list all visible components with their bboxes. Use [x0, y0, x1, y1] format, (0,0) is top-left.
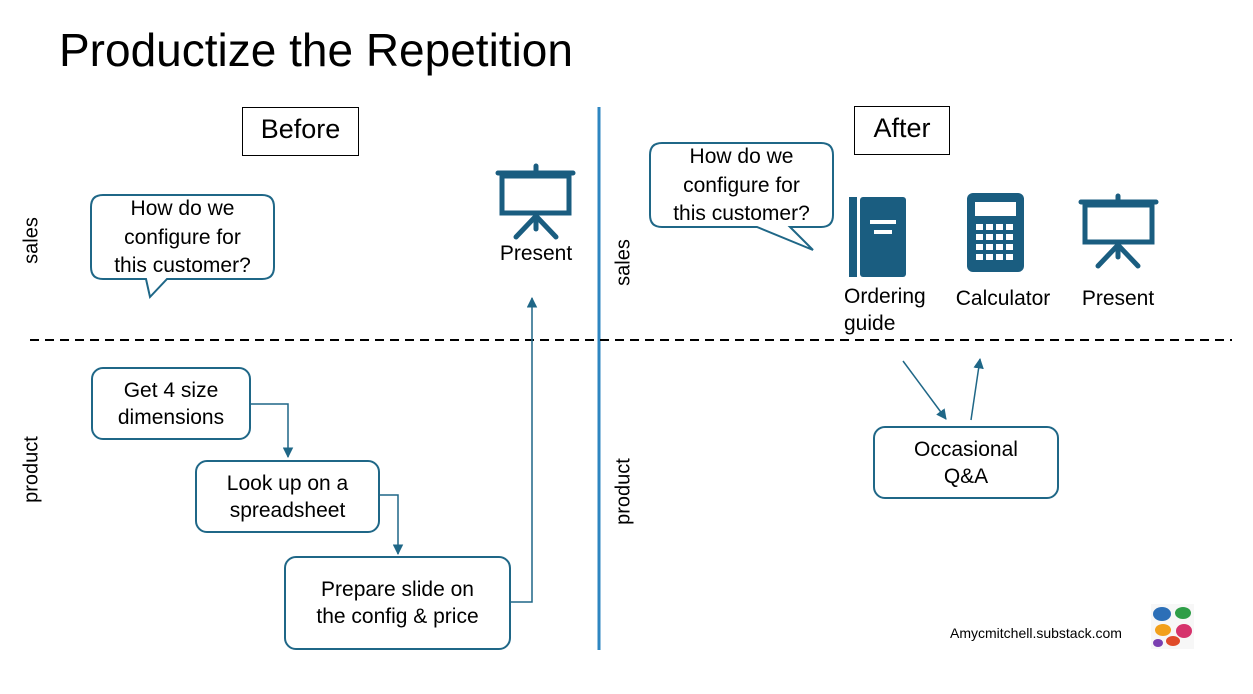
before-present-label: Present: [499, 242, 573, 265]
before-heading: Before: [242, 107, 359, 156]
arrow-to-qa: [902, 360, 947, 420]
lane-label-product-after: product: [612, 458, 635, 525]
ordering-guide-label: Ordering guide: [844, 285, 926, 335]
before-speech-bubble: [90, 194, 275, 300]
lane-label-sales-after: sales: [612, 239, 635, 286]
lane-label-product-before: product: [20, 436, 43, 503]
after-bubble-text: How do we configure for this customer?: [673, 145, 810, 225]
slide-title: Productize the Repetition: [59, 24, 573, 76]
presentation-board-icon: [495, 163, 576, 240]
connector-step1-step2: [250, 403, 294, 459]
after-heading: After: [854, 106, 950, 155]
presentation-board-icon: [1078, 193, 1159, 269]
connector-step3-present: [511, 296, 538, 603]
before-bubble-text: How do we configure for this customer?: [114, 197, 251, 277]
calculator-icon: [967, 193, 1024, 272]
book-icon: [849, 197, 906, 277]
hands-logo-icon: [1151, 604, 1194, 649]
credit-link[interactable]: Amycmitchell.substack.com: [950, 625, 1122, 641]
calculator-label: Calculator: [955, 287, 1051, 310]
after-speech-bubble: [649, 142, 834, 251]
lane-label-sales-before: sales: [20, 217, 43, 264]
arrow-from-qa: [970, 357, 984, 421]
after-present-label: Present: [1081, 287, 1155, 310]
connector-step2-step3: [379, 494, 404, 556]
